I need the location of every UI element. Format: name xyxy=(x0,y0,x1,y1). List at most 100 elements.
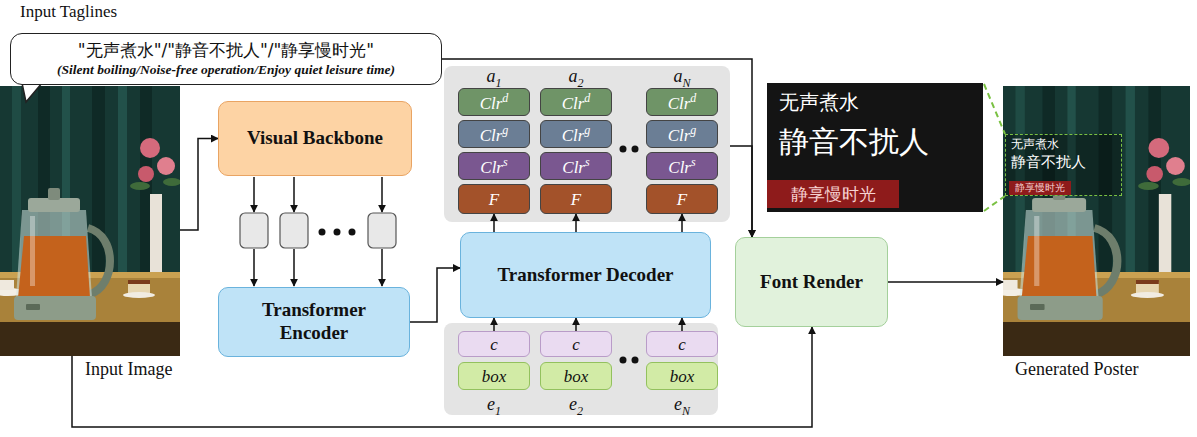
symbol-superscript: d xyxy=(584,91,590,105)
subscript-label: eN xyxy=(674,395,690,417)
zoom-lines xyxy=(984,84,1005,211)
tagline-band: 静享慢时光 xyxy=(767,180,899,208)
color-d-box: Clrd xyxy=(540,88,612,116)
drawing-part xyxy=(984,84,1005,134)
drawing-part xyxy=(253,177,255,212)
label-subscript: 2 xyxy=(577,404,583,418)
flow-arrow xyxy=(681,214,683,232)
box-text: Transformer Encoder xyxy=(249,299,379,345)
symbol-text: Clrg xyxy=(480,124,509,144)
token-arrows xyxy=(254,177,382,286)
flow-arrow xyxy=(575,318,577,331)
text-region: 无声煮水静音不扰人静享慢时光 xyxy=(1005,134,1122,196)
input-photo xyxy=(0,86,181,356)
box-text: box xyxy=(670,368,695,385)
label-base: a xyxy=(673,66,682,86)
label-subscript: 1 xyxy=(495,404,501,418)
symbol-text: Clrd xyxy=(562,92,591,112)
process-box: Transformer Decoder xyxy=(460,232,711,318)
figure-label: Input Taglines xyxy=(20,3,117,22)
poster-text: 无声煮水 xyxy=(779,91,859,113)
box-text: c xyxy=(572,336,580,353)
symbol-superscript: s xyxy=(691,155,696,169)
color-d-box: Clrd xyxy=(646,88,718,116)
drawing-part xyxy=(293,249,295,286)
input-image: Input Image xyxy=(0,86,180,356)
ellipsis-dot xyxy=(632,357,639,364)
label-base: a xyxy=(487,66,496,86)
box-text: box xyxy=(482,368,507,385)
box-text: F xyxy=(489,191,499,208)
feature-token xyxy=(280,213,308,248)
symbol-base: Clr xyxy=(480,158,503,177)
symbol-superscript: d xyxy=(502,91,508,105)
box-text: F xyxy=(677,191,687,208)
flow-arrow xyxy=(410,268,460,322)
bbox-box: box xyxy=(540,362,612,390)
image-caption: Input Image xyxy=(85,360,172,380)
box-text: Visual Backbone xyxy=(247,127,383,150)
subscript-label: e2 xyxy=(569,395,583,417)
ellipsis-dot xyxy=(620,357,627,364)
symbol-base: Clr xyxy=(562,158,585,177)
symbol-base: Clr xyxy=(480,126,503,145)
symbol-superscript: g xyxy=(690,123,696,137)
poster-photo xyxy=(995,86,1191,356)
symbol-text: Clrd xyxy=(480,92,509,112)
label-subscript: N xyxy=(682,404,690,418)
box-text: Font Render xyxy=(760,271,863,294)
symbol-superscript: s xyxy=(585,155,590,169)
process-box: Visual Backbone xyxy=(218,101,412,176)
box-text: (Silent boiling/Noise-free operation/Enj… xyxy=(57,61,395,79)
subscript-label: a1 xyxy=(487,67,502,89)
flow-arrow xyxy=(72,327,812,427)
drawing-part xyxy=(984,196,1005,211)
class-box: c xyxy=(540,331,612,357)
box-text: Transformer Decoder xyxy=(497,264,673,287)
tagline-bubble: "无声煮水"/"静音不扰人"/"静享慢时光"(Silent boiling/No… xyxy=(10,33,442,85)
ellipsis-dot xyxy=(334,229,341,236)
symbol-base: Clr xyxy=(668,126,691,145)
flow-arrow xyxy=(730,146,752,237)
class-box: c xyxy=(458,331,530,357)
ellipsis-dot xyxy=(620,146,627,153)
symbol-superscript: d xyxy=(690,91,696,105)
color-s-box: Clrs xyxy=(540,152,612,180)
label-base: a xyxy=(569,66,578,86)
subscript-label: e1 xyxy=(487,395,501,417)
color-s-box: Clrs xyxy=(646,152,718,180)
symbol-text: Clrg xyxy=(562,124,591,144)
subscript-label: a2 xyxy=(569,67,584,89)
font-box: F xyxy=(646,184,718,214)
symbol-text: Clrs xyxy=(668,156,695,176)
font-box: F xyxy=(540,184,612,214)
box-text: 静享慢时光 xyxy=(1015,183,1065,193)
tagline-band: 静享慢时光 xyxy=(1009,181,1071,195)
subscript-label: aN xyxy=(673,67,690,89)
symbol-superscript: s xyxy=(503,155,508,169)
flow-arrow xyxy=(180,139,218,231)
symbol-base: Clr xyxy=(668,158,691,177)
query-panel: e1e2eNcboxcboxcbox xyxy=(444,323,718,415)
box-text: 静享慢时光 xyxy=(791,186,876,203)
class-box: c xyxy=(646,331,718,357)
poster-text: 静音不扰人 xyxy=(1011,154,1086,171)
symbol-base: Clr xyxy=(562,126,585,145)
color-g-box: Clrg xyxy=(540,120,612,148)
drawing-part xyxy=(293,177,295,212)
font-box: F xyxy=(458,184,530,214)
bbox-box: box xyxy=(646,362,718,390)
label-base: e xyxy=(487,394,495,414)
color-g-box: Clrg xyxy=(646,120,718,148)
ellipsis-dot xyxy=(632,146,639,153)
box-text: c xyxy=(678,336,686,353)
process-box: Font Render xyxy=(735,237,888,327)
poster-text: 无声煮水 xyxy=(1011,138,1059,151)
box-text: F xyxy=(571,191,581,208)
feature-token xyxy=(240,213,268,248)
flow-arrow xyxy=(493,214,495,232)
flow-arrow xyxy=(888,281,1003,283)
symbol-superscript: g xyxy=(502,123,508,137)
color-g-box: Clrg xyxy=(458,120,530,148)
flow-arrow xyxy=(575,214,577,232)
